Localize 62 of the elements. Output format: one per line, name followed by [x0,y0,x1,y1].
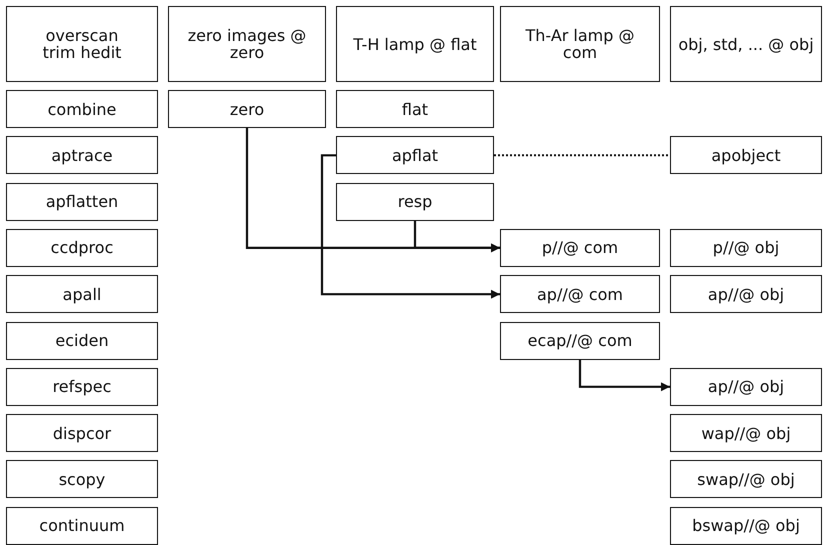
task-box [6,460,158,498]
task-box [6,506,158,545]
task-box [6,90,158,128]
task-name: bswap//@ obj [692,517,800,534]
task-name: ccdproc [50,239,114,256]
task-name: ecap//@ com [528,332,632,349]
task-name: scopy [58,470,106,488]
task-name: apflatten [46,193,118,210]
arrow [320,154,500,299]
task-name: p//@ com [542,239,618,256]
header-box [500,6,660,82]
task-box [336,90,494,128]
task-box [500,228,660,267]
task-name: ap//@ obj [708,378,784,396]
header-box [6,6,158,82]
task-box [670,228,822,267]
task-name: wap//@ obj [701,424,791,442]
task-name: ap//@ com [537,286,623,303]
task-box [670,460,822,498]
task-box [670,136,822,174]
header-box [168,6,326,82]
header-box [670,6,822,82]
task-name: resp [398,193,432,210]
task-box [500,275,660,314]
task-name: aptrace [51,146,113,164]
task-box [6,322,158,360]
task-box [500,322,660,360]
task-box [6,368,158,406]
dotted-line [494,154,670,156]
task-box [6,182,158,221]
task-box [6,414,158,452]
task-box [6,228,158,267]
task-name: combine [48,100,116,118]
task-name: refspec [52,378,112,396]
task-name: apall [62,286,102,303]
task-name: apflat [392,146,438,164]
task-name: eciden [55,332,109,349]
task-box [670,414,822,452]
arrow [578,360,670,392]
task-name: p//@ obj [712,239,780,256]
column-heading: zero images @ zero [186,27,308,61]
task-box [336,136,494,174]
task-name: flat [402,100,428,118]
task-box [6,275,158,314]
column-heading: Th-Ar lamp @ com [524,27,636,61]
task-box [670,275,822,314]
task-box [670,368,822,406]
task-name: dispcor [52,424,112,442]
task-box [670,506,822,545]
task-name: continuum [39,517,125,534]
task-name: ap//@ obj [708,286,784,303]
task-box [6,136,158,174]
column-heading: overscan trim hedit [42,27,122,61]
task-name: apobject [711,146,781,164]
task-name: swap//@ obj [697,470,795,488]
column-heading: T-H lamp @ flat [353,36,477,52]
task-name: zero [230,100,264,118]
task-box [336,182,494,221]
arrow [414,220,500,252]
header-box [336,6,494,82]
task-box [168,90,326,128]
column-heading: obj, std, ... @ obj [678,36,814,52]
